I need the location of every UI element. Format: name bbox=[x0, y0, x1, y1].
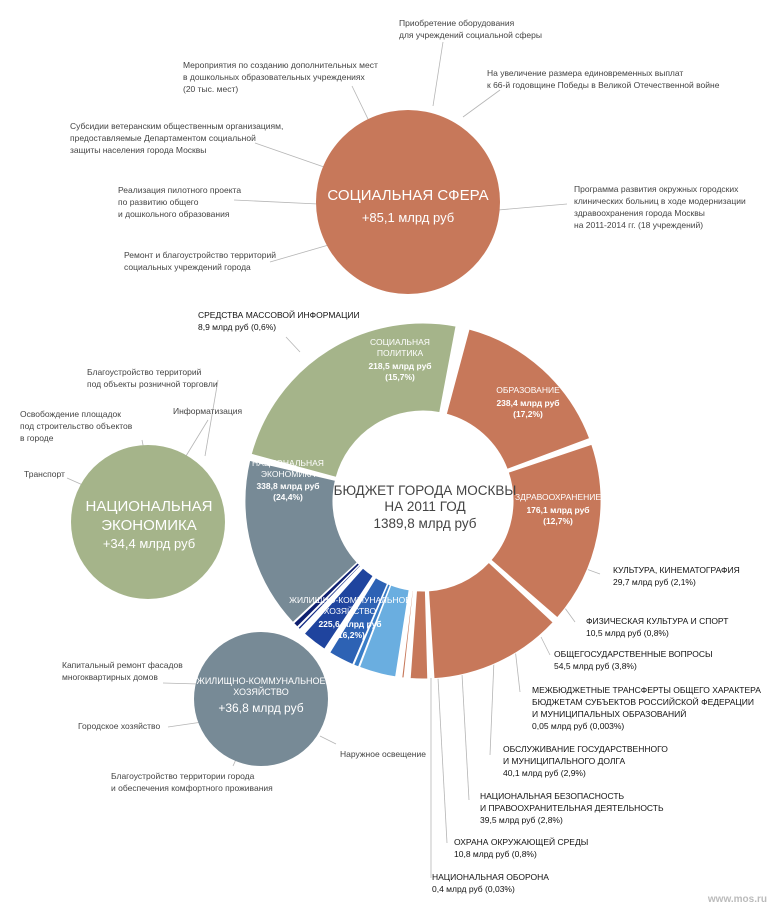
connector-line-6 bbox=[269, 243, 333, 263]
social-sphere-value: +85,1 млрд руб bbox=[361, 210, 455, 225]
donut-segment-national-economy bbox=[250, 322, 457, 478]
segment-value-debt-service: 40,1 млрд руб (2,9%) bbox=[503, 768, 586, 778]
connector-line-3 bbox=[254, 142, 325, 168]
connector-line-22 bbox=[437, 677, 448, 844]
segment-label-housing: ЖИЛИЩНО-КОММУНАЛЬНОЕ ХОЗЯЙСТВО bbox=[289, 595, 411, 616]
connector-line-7 bbox=[204, 379, 219, 457]
segment-value-sport: 10,5 млрд руб (0,8%) bbox=[586, 628, 669, 638]
donut-segment-mass-media bbox=[442, 326, 464, 414]
economy-bubble-value: +34,4 млрд руб bbox=[102, 536, 196, 551]
social-item-victory-payments: На увеличение размера единовременных вып… bbox=[487, 68, 720, 90]
social-item-pilot-education: Реализация пилотного проекта по развитию… bbox=[118, 185, 242, 219]
segment-label-defense: НАЦИОНАЛЬНАЯ ОБОРОНА bbox=[432, 872, 549, 882]
segment-label-debt-service: ОБСЛУЖИВАНИЕ ГОСУДАРСТВЕННОГО И МУНИЦИПА… bbox=[503, 744, 668, 766]
housing-bubble-title: ЖИЛИЩНО-КОММУНАЛЬНОЕ ХОЗЯЙСТВО bbox=[196, 676, 326, 697]
connector-line-4 bbox=[233, 199, 319, 205]
economy-bubble-title: НАЦИОНАЛЬНАЯ ЭКОНОМИКА bbox=[85, 498, 213, 534]
segment-label-environment: ОХРАНА ОКРУЖАЮЩЕЙ СРЕДЫ bbox=[454, 837, 589, 847]
economy-item-sites: Освобождение площадок под строительство … bbox=[20, 409, 133, 443]
segment-label-education: ОБРАЗОВАНИЕ bbox=[496, 385, 560, 395]
connector-line-15 bbox=[285, 336, 301, 353]
segment-value-security: 39,5 млрд руб (2,8%) bbox=[480, 815, 563, 825]
national-economy-bubble bbox=[71, 445, 225, 599]
donut-segment-transfers bbox=[353, 583, 392, 668]
donut-segment-social-policy bbox=[445, 328, 591, 471]
donut-segment-sport bbox=[401, 589, 414, 679]
social-sphere-title: СОЦИАЛЬНАЯ СФЕРА bbox=[327, 187, 489, 204]
donut-segment-housing bbox=[244, 459, 358, 624]
donut-center-title: БЮДЖЕТ ГОРОДА МОСКВЫ НА 2011 ГОД bbox=[333, 483, 517, 514]
segment-label-healthcare: ЗДРАВООХРАНЕНИЕ bbox=[514, 492, 602, 502]
social-sphere-bubble bbox=[316, 110, 500, 294]
segment-label-transfers: МЕЖБЮДЖЕТНЫЕ ТРАНСФЕРТЫ ОБЩЕГО ХАРАКТЕРА… bbox=[532, 685, 761, 719]
social-item-renovation: Ремонт и благоустройство территорий соци… bbox=[124, 250, 276, 272]
housing-item-city-economy: Городское хозяйство bbox=[78, 721, 161, 731]
connector-line-20 bbox=[489, 659, 495, 756]
donut-segment-defense bbox=[292, 562, 361, 628]
segment-value-national-economy: 338,8 млрд руб (24,4%) bbox=[256, 481, 320, 502]
connector-line-13 bbox=[319, 735, 337, 745]
segment-label-social-policy: СОЦИАЛЬНАЯ ПОЛИТИКА bbox=[370, 337, 430, 358]
connector-line-19 bbox=[514, 647, 521, 693]
connector-line-5 bbox=[497, 203, 568, 211]
housing-bubble bbox=[194, 632, 328, 766]
housing-item-improvement: Благоустройство территории города и обес… bbox=[111, 771, 273, 793]
segment-label-culture: КУЛЬТУРА, КИНЕМАТОГРАФИЯ bbox=[613, 565, 740, 575]
housing-bubble-value: +36,8 млрд руб bbox=[218, 701, 304, 715]
social-item-equipment: Приобретение оборудования для учреждений… bbox=[399, 18, 542, 40]
economy-item-it: Информатизация bbox=[173, 406, 243, 416]
connector-line-21 bbox=[461, 673, 470, 801]
segment-value-environment: 10,8 млрд руб (0,8%) bbox=[454, 849, 537, 859]
segment-value-culture: 29,7 млрд руб (2,1%) bbox=[613, 577, 696, 587]
segment-value-healthcare: 176,1 млрд руб (12,7%) bbox=[526, 505, 590, 526]
donut-center-total: 1389,8 млрд руб bbox=[373, 516, 477, 531]
donut-segment-environment bbox=[297, 564, 362, 631]
segment-label-general-issues: ОБЩЕГОСУДАРСТВЕННЫЕ ВОПРОСЫ bbox=[554, 649, 713, 659]
connector-line-18 bbox=[540, 636, 551, 656]
housing-item-facades: Капитальный ремонт фасадов многоквартирн… bbox=[62, 660, 183, 682]
donut-segment-security bbox=[303, 567, 374, 650]
segment-value-education: 238,4 млрд руб (17,2%) bbox=[496, 398, 560, 419]
donut-segment-education bbox=[490, 443, 602, 619]
segment-value-transfers: 0,05 млрд руб (0,003%) bbox=[532, 721, 625, 731]
segment-label-mass-media: СРЕДСТВА МАССОВОЙ ИНФОРМАЦИИ bbox=[198, 310, 360, 320]
segment-value-housing: 225,6 млрд руб (16,2%) bbox=[318, 619, 382, 640]
source-watermark: www.mos.ru bbox=[707, 894, 767, 905]
connector-line-11 bbox=[162, 682, 200, 685]
connector-line-0 bbox=[432, 41, 444, 107]
economy-item-retail: Благоустройство территорий под объекты р… bbox=[87, 367, 218, 389]
connector-line-2 bbox=[462, 89, 501, 118]
donut-segment-general-issues bbox=[358, 584, 410, 678]
segment-label-sport: ФИЗИЧЕСКАЯ КУЛЬТУРА И СПОРТ bbox=[586, 616, 729, 626]
social-item-hospitals-program: Программа развития окружных городских кл… bbox=[574, 184, 746, 230]
segment-label-national-economy: НАЦИОНАЛЬНАЯ ЭКОНОМИКА bbox=[252, 458, 324, 479]
donut-segment-debt-service bbox=[328, 576, 389, 666]
housing-item-street-lighting: Наружное освещение bbox=[340, 749, 426, 759]
segment-label-security: НАЦИОНАЛЬНАЯ БЕЗОПАСНОСТЬ И ПРАВООХРАНИТ… bbox=[480, 791, 664, 813]
social-item-preschool-places: Мероприятия по созданию дополнительных м… bbox=[183, 60, 378, 94]
connector-line-9 bbox=[185, 419, 209, 457]
segment-value-mass-media: 8,9 млрд руб (0,6%) bbox=[198, 322, 277, 332]
social-item-veterans-subsidies: Субсидии ветеранским общественным органи… bbox=[70, 121, 284, 155]
segment-value-social-policy: 218,5 млрд руб (15,7%) bbox=[368, 361, 432, 382]
segment-value-defense: 0,4 млрд руб (0,03%) bbox=[432, 884, 515, 894]
donut-segment-healthcare bbox=[428, 561, 554, 680]
economy-item-transport: Транспорт bbox=[24, 469, 65, 479]
donut-segment-culture bbox=[409, 590, 429, 680]
segment-value-general-issues: 54,5 млрд руб (3,8%) bbox=[554, 661, 637, 671]
